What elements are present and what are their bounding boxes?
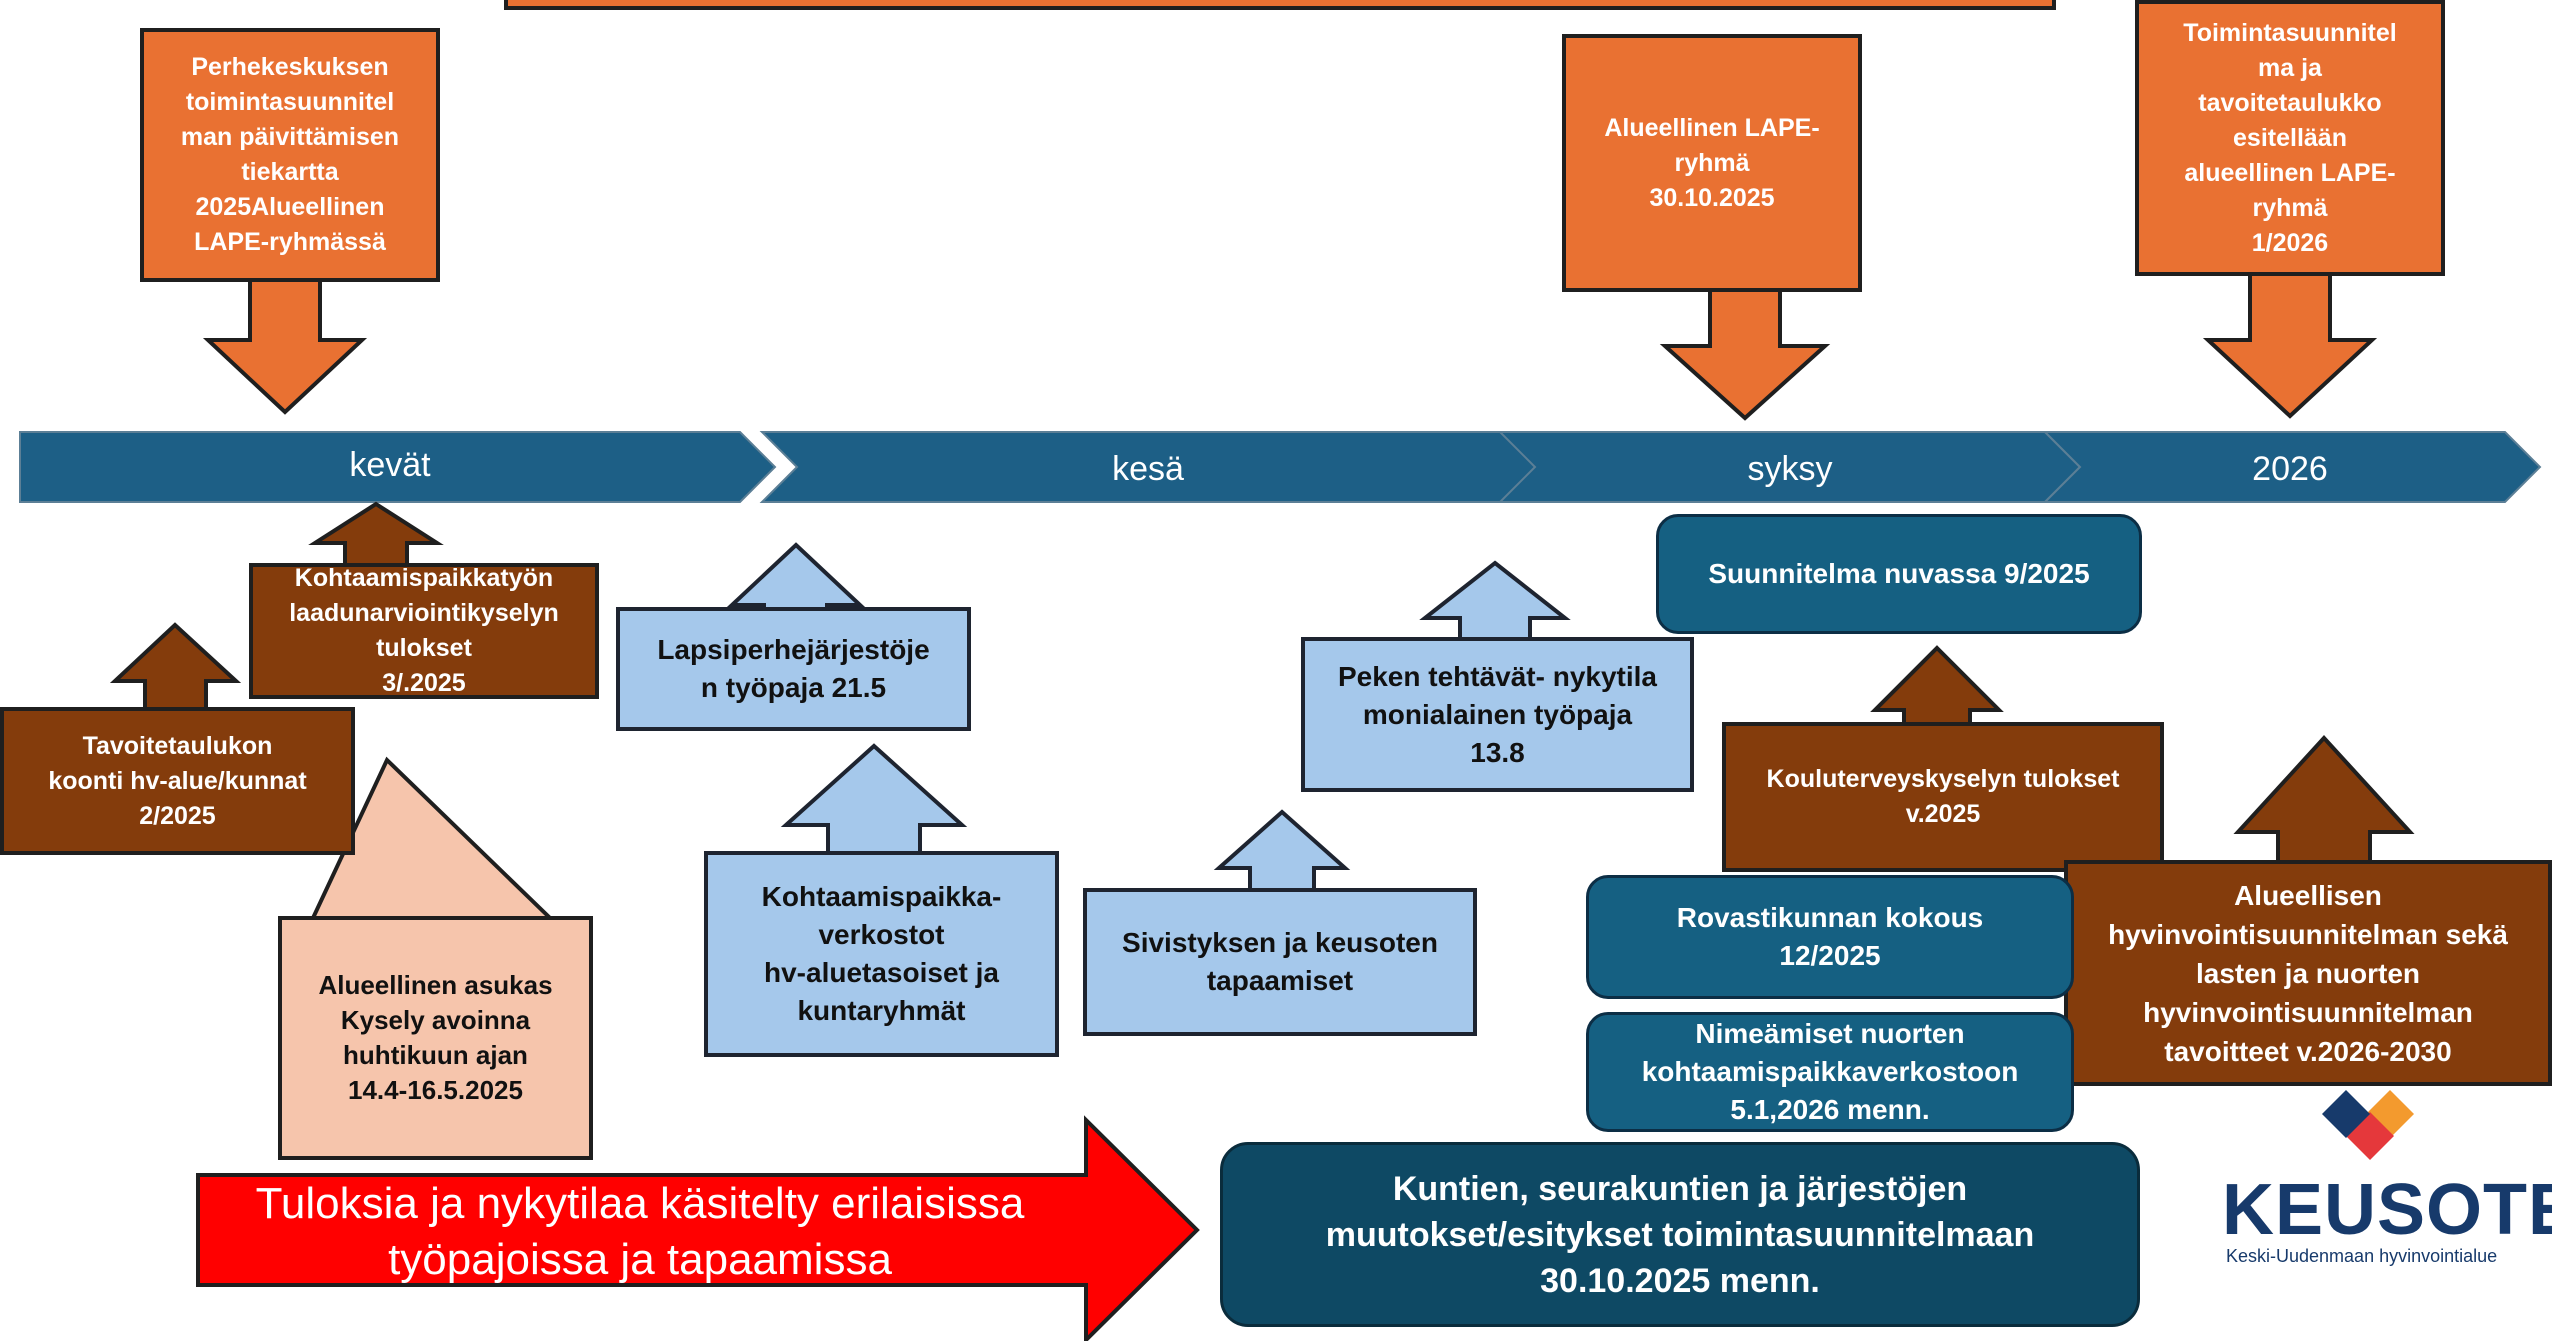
meeting-place-networks-box: Kohtaamispaikka- verkostot hv-aluetasois… — [704, 851, 1059, 1057]
plan-in-nuva-text: Suunnitelma nuvassa 9/2025 — [1708, 558, 2090, 589]
timeline-label-kesa: kesä — [1112, 450, 1184, 488]
blue-up-arrow-1 — [726, 542, 866, 613]
meeting-place-networks-text: Kohtaamispaikka- verkostot hv-aluetasois… — [761, 881, 1002, 1026]
logo-diamond-navy — [2322, 1090, 2370, 1138]
education-meetings-box: Sivistyksen ja keusoten tapaamiset — [1083, 888, 1477, 1036]
target-table-text: Tavoitetaulukon koonti hv-alue/kunnat 2/… — [48, 731, 307, 830]
municipal-changes-text: Kuntien, seurakuntien ja järjestöjen muu… — [1325, 1169, 2035, 1300]
deanery-meeting-box: Rovastikunnan kokous 12/2025 — [1586, 875, 2074, 999]
brown-up-arrow-1 — [308, 501, 444, 569]
timeline-label-kevat: kevät — [349, 446, 431, 484]
red-arrow — [196, 1115, 1200, 1341]
orange-down-arrow-3 — [2202, 268, 2378, 419]
brown-up-arrow-3 — [1870, 645, 2004, 728]
wellbeing-plan-goals-box: Alueellisen hyvinvointisuunnitelman sekä… — [2064, 860, 2552, 1086]
top-orange-bar — [504, 0, 2056, 10]
action-plan-2026-text: Toimintasuunnitel ma ja tavoitetaulukko … — [2183, 18, 2397, 257]
action-plan-2026-box: Toimintasuunnitel ma ja tavoitetaulukko … — [2135, 0, 2445, 276]
lape-group-oct-box: Alueellinen LAPE- ryhmä 30.10.2025 — [1562, 34, 1862, 292]
peke-workshop-text: Peken tehtävät- nykytila monialainen työ… — [1337, 660, 1658, 768]
education-meetings-text: Sivistyksen ja keusoten tapaamiset — [1122, 927, 1438, 996]
family-org-workshop-box: Lapsiperhejärjestöje n työpaja 21.5 — [616, 607, 971, 731]
orange-down-arrow-1 — [202, 278, 368, 415]
resident-survey-text: Alueellinen asukas Kysely avoinna huhtik… — [318, 970, 553, 1105]
blue-up-arrow-3 — [1213, 809, 1351, 893]
red-arrow-text: Tuloksia ja nykytilaa käsitelty erilaisi… — [255, 1179, 1025, 1284]
brown-up-arrow-2 — [109, 622, 242, 714]
perhekeskus-roadmap-text: Perhekeskuksen toimintasuunnitel man päi… — [180, 53, 400, 256]
timeline-label-2026: 2026 — [2252, 450, 2328, 488]
orange-down-arrow-2 — [1659, 288, 1831, 421]
keusote-logo-mark — [2322, 1090, 2414, 1160]
youth-network-nominations-box: Nimeämiset nuorten kohtaamispaikkaverkos… — [1586, 1012, 2074, 1132]
kohtaamispaikka-survey-box: Kohtaamispaikkatyön laadunarviointikysel… — [249, 563, 599, 699]
resident-survey-box: Alueellinen asukas Kysely avoinna huhtik… — [278, 916, 593, 1160]
blue-up-arrow-4 — [1419, 560, 1571, 642]
plan-in-nuva-box: Suunnitelma nuvassa 9/2025 — [1656, 514, 2142, 634]
school-health-survey-box: Kouluterveyskyselyn tulokset v.2025 — [1722, 722, 2164, 872]
youth-network-nominations-text: Nimeämiset nuorten kohtaamispaikkaverkos… — [1641, 1018, 2019, 1125]
timeline-segment-kevat — [19, 431, 777, 503]
blue-up-arrow-2 — [780, 743, 968, 857]
family-org-workshop-text: Lapsiperhejärjestöje n työpaja 21.5 — [657, 634, 930, 703]
kohtaamispaikka-survey-text: Kohtaamispaikkatyön laadunarviointikysel… — [289, 564, 559, 697]
lape-group-oct-text: Alueellinen LAPE- ryhmä 30.10.2025 — [1604, 113, 1820, 212]
wellbeing-plan-goals-text: Alueellisen hyvinvointisuunnitelman sekä… — [2108, 879, 2508, 1067]
school-health-survey-text: Kouluterveyskyselyn tulokset v.2025 — [1766, 765, 2120, 828]
timeline-segment-2026 — [2042, 431, 2542, 503]
brown-up-arrow-4 — [2233, 735, 2415, 882]
keusote-logo-text: KEUSOTE — [2222, 1170, 2552, 1250]
target-table-box: Tavoitetaulukon koonti hv-alue/kunnat 2/… — [0, 707, 355, 855]
peke-workshop-box: Peken tehtävät- nykytila monialainen työ… — [1301, 637, 1694, 792]
timeline-label-syksy: syksy — [1747, 450, 1833, 488]
perhekeskus-roadmap-box: Perhekeskuksen toimintasuunnitel man päi… — [140, 28, 440, 282]
municipal-changes-box: Kuntien, seurakuntien ja järjestöjen muu… — [1220, 1142, 2140, 1327]
deanery-meeting-text: Rovastikunnan kokous 12/2025 — [1676, 902, 1984, 971]
keusote-logo-subtitle: Keski-Uudenmaan hyvinvointialue — [2226, 1246, 2498, 1266]
